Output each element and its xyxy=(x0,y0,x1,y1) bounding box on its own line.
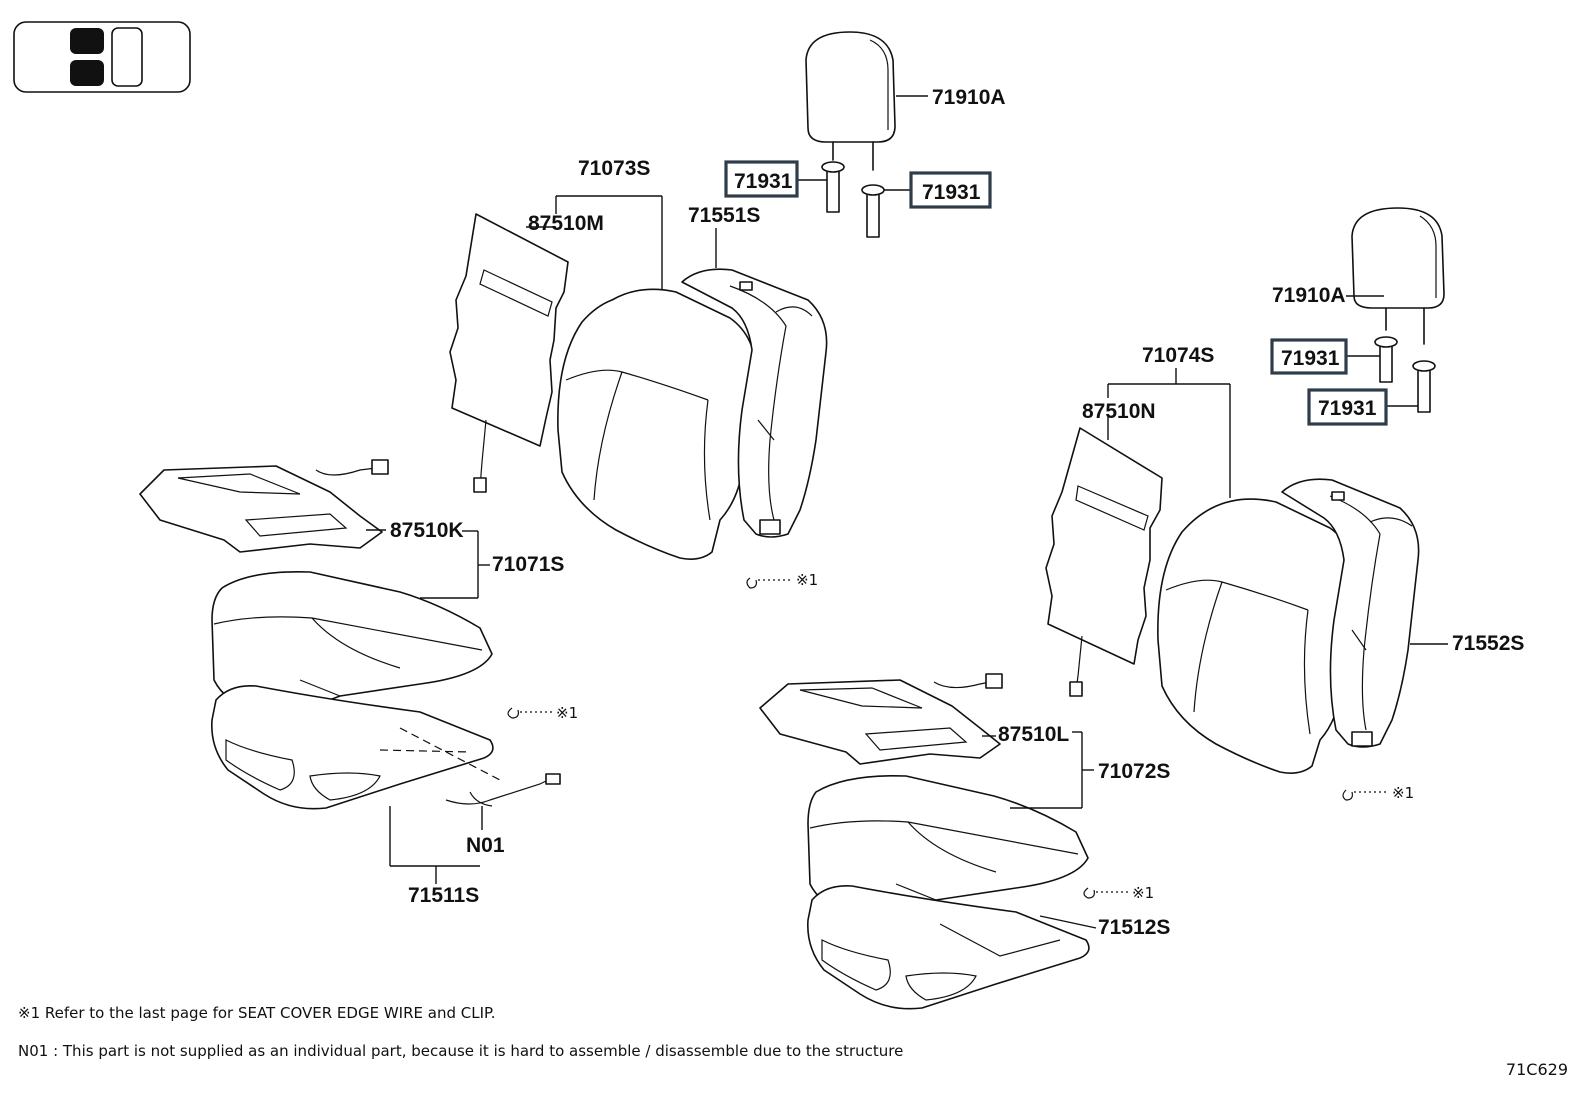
label-71512S[interactable]: 71512S xyxy=(1098,916,1170,939)
part-box-71931-left-a[interactable] xyxy=(724,160,799,198)
label-71551S[interactable]: 71551S xyxy=(688,204,760,227)
label-71931-right-b: 71931 xyxy=(1318,397,1377,420)
ref-mark-2: ※1 xyxy=(556,704,578,722)
label-71910A-right[interactable]: 71910A xyxy=(1272,284,1346,307)
ref-mark-4: ※1 xyxy=(1392,784,1414,802)
diagram-code: 71C629 xyxy=(1505,1060,1568,1079)
headrest-right-drawing xyxy=(1346,207,1445,345)
label-N01[interactable]: N01 xyxy=(466,834,505,857)
back-cover-left-drawing xyxy=(555,195,757,560)
cushion-heater-right-drawing xyxy=(759,673,1003,765)
label-71073S[interactable]: 71073S xyxy=(578,157,650,180)
label-87510N[interactable]: 87510N xyxy=(1082,400,1156,423)
part-box-71931-left-b[interactable] xyxy=(909,171,992,209)
label-71931-left-b: 71931 xyxy=(922,181,981,204)
label-87510K[interactable]: 87510K xyxy=(390,519,464,542)
cushion-heater-left-drawing xyxy=(139,459,389,553)
back-heater-left-drawing xyxy=(449,213,569,493)
note-edge-wire: ※1 Refer to the last page for SEAT COVER… xyxy=(18,1004,496,1022)
back-heater-right-drawing xyxy=(1045,416,1163,697)
cushion-cover-left-drawing xyxy=(211,530,493,714)
label-71071S[interactable]: 71071S xyxy=(492,553,564,576)
part-box-71931-right-b[interactable] xyxy=(1307,388,1388,426)
ref-mark-1: ※1 xyxy=(796,571,818,589)
label-71552S[interactable]: 71552S xyxy=(1452,632,1524,655)
label-71511S[interactable]: 71511S xyxy=(408,884,479,907)
cushion-pad-left-drawing xyxy=(211,684,501,884)
cushion-pad-right-drawing xyxy=(807,884,1097,1010)
headrest-support-right-drawing xyxy=(1346,336,1436,413)
label-87510L[interactable]: 87510L xyxy=(998,723,1069,746)
headrest-left-drawing xyxy=(805,31,928,171)
label-71931-right-a: 71931 xyxy=(1281,347,1340,370)
headrest-support-left-drawing xyxy=(797,161,911,238)
back-pad-left-drawing xyxy=(681,228,828,538)
note-n01: N01 : This part is not supplied as an in… xyxy=(18,1042,904,1060)
part-box-71931-right-a[interactable] xyxy=(1270,338,1348,375)
seat-locator-icon xyxy=(13,21,191,93)
label-71072S[interactable]: 71072S xyxy=(1098,760,1170,783)
label-71931-left-a: 71931 xyxy=(734,170,793,193)
cushion-cover-right-drawing xyxy=(807,731,1094,918)
label-71074S[interactable]: 71074S xyxy=(1142,344,1214,367)
wire-n01-drawing xyxy=(445,773,561,830)
label-87510M[interactable]: 87510M xyxy=(528,212,604,235)
label-71910A-left[interactable]: 71910A xyxy=(932,86,1006,109)
back-pad-right-drawing xyxy=(1281,478,1448,748)
ref-mark-3: ※1 xyxy=(1132,884,1154,902)
